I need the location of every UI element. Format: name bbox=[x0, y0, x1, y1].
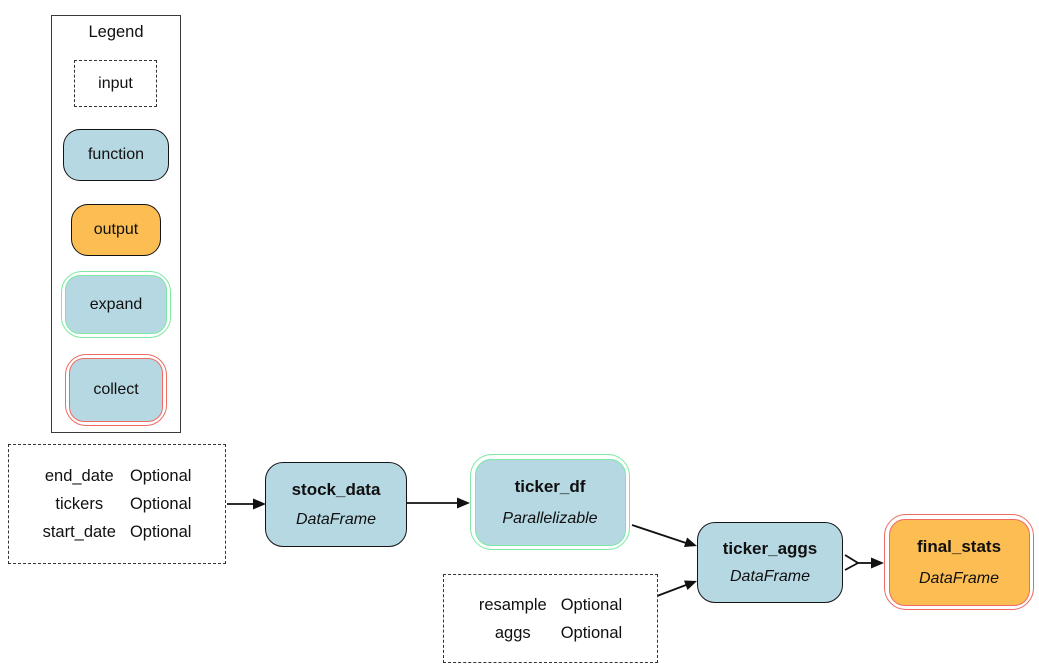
arrowhead-icon bbox=[684, 580, 697, 590]
edge-inputs-ticker-aggs bbox=[656, 584, 687, 597]
input-param-type: Optional bbox=[129, 523, 192, 541]
arrowhead-icon bbox=[684, 537, 697, 547]
edge-ticker-df-ticker-aggs bbox=[631, 524, 687, 544]
arrowhead-icon bbox=[871, 557, 884, 569]
node-subtitle: DataFrame bbox=[918, 569, 1000, 587]
node-subtitle: DataFrame bbox=[729, 568, 811, 586]
legend-item-label: output bbox=[93, 221, 139, 238]
input-param-name: start_date bbox=[42, 523, 116, 541]
legend-item-function: function bbox=[63, 129, 169, 181]
legend-title: Legend bbox=[88, 23, 144, 41]
legend-item-label: collect bbox=[93, 381, 139, 398]
legend-panel: Legend input function output expand coll… bbox=[51, 15, 181, 433]
input-param-name: end_date bbox=[44, 467, 114, 485]
node-ticker-aggs: ticker_aggs DataFrame bbox=[697, 522, 843, 603]
node-subtitle: DataFrame bbox=[295, 511, 377, 528]
crow-tail-icon bbox=[844, 554, 860, 571]
legend-item-label: expand bbox=[89, 295, 143, 313]
node-title: ticker_aggs bbox=[722, 538, 818, 558]
legend-item-output: output bbox=[71, 204, 161, 256]
input-param-type: Optional bbox=[129, 467, 192, 485]
input-param-type: Optional bbox=[560, 623, 623, 642]
node-ticker-df: ticker_df Parallelizable bbox=[470, 454, 630, 550]
input-param-type: Optional bbox=[129, 495, 192, 513]
input-param-name: tickers bbox=[55, 495, 104, 513]
legend-item-label: function bbox=[87, 146, 145, 163]
node-stock-data: stock_data DataFrame bbox=[265, 462, 407, 547]
legend-item-collect: collect bbox=[65, 354, 167, 426]
legend-item-input: input bbox=[74, 60, 157, 107]
node-title: ticker_df bbox=[514, 476, 586, 496]
input-param-name: aggs bbox=[494, 623, 531, 642]
input-box-stock-data: end_date Optional tickers Optional start… bbox=[8, 444, 226, 564]
input-param-name: resample bbox=[478, 595, 547, 614]
input-box-ticker-aggs: resample Optional aggs Optional bbox=[443, 574, 658, 663]
node-title: stock_data bbox=[291, 480, 381, 499]
legend-item-expand: expand bbox=[61, 271, 171, 338]
legend-item-label: input bbox=[98, 74, 133, 92]
node-subtitle: Parallelizable bbox=[502, 509, 598, 527]
input-param-type: Optional bbox=[560, 595, 623, 614]
node-title: final_stats bbox=[916, 536, 1002, 556]
node-final-stats: final_stats DataFrame bbox=[884, 514, 1034, 610]
arrowhead-icon bbox=[457, 497, 470, 509]
